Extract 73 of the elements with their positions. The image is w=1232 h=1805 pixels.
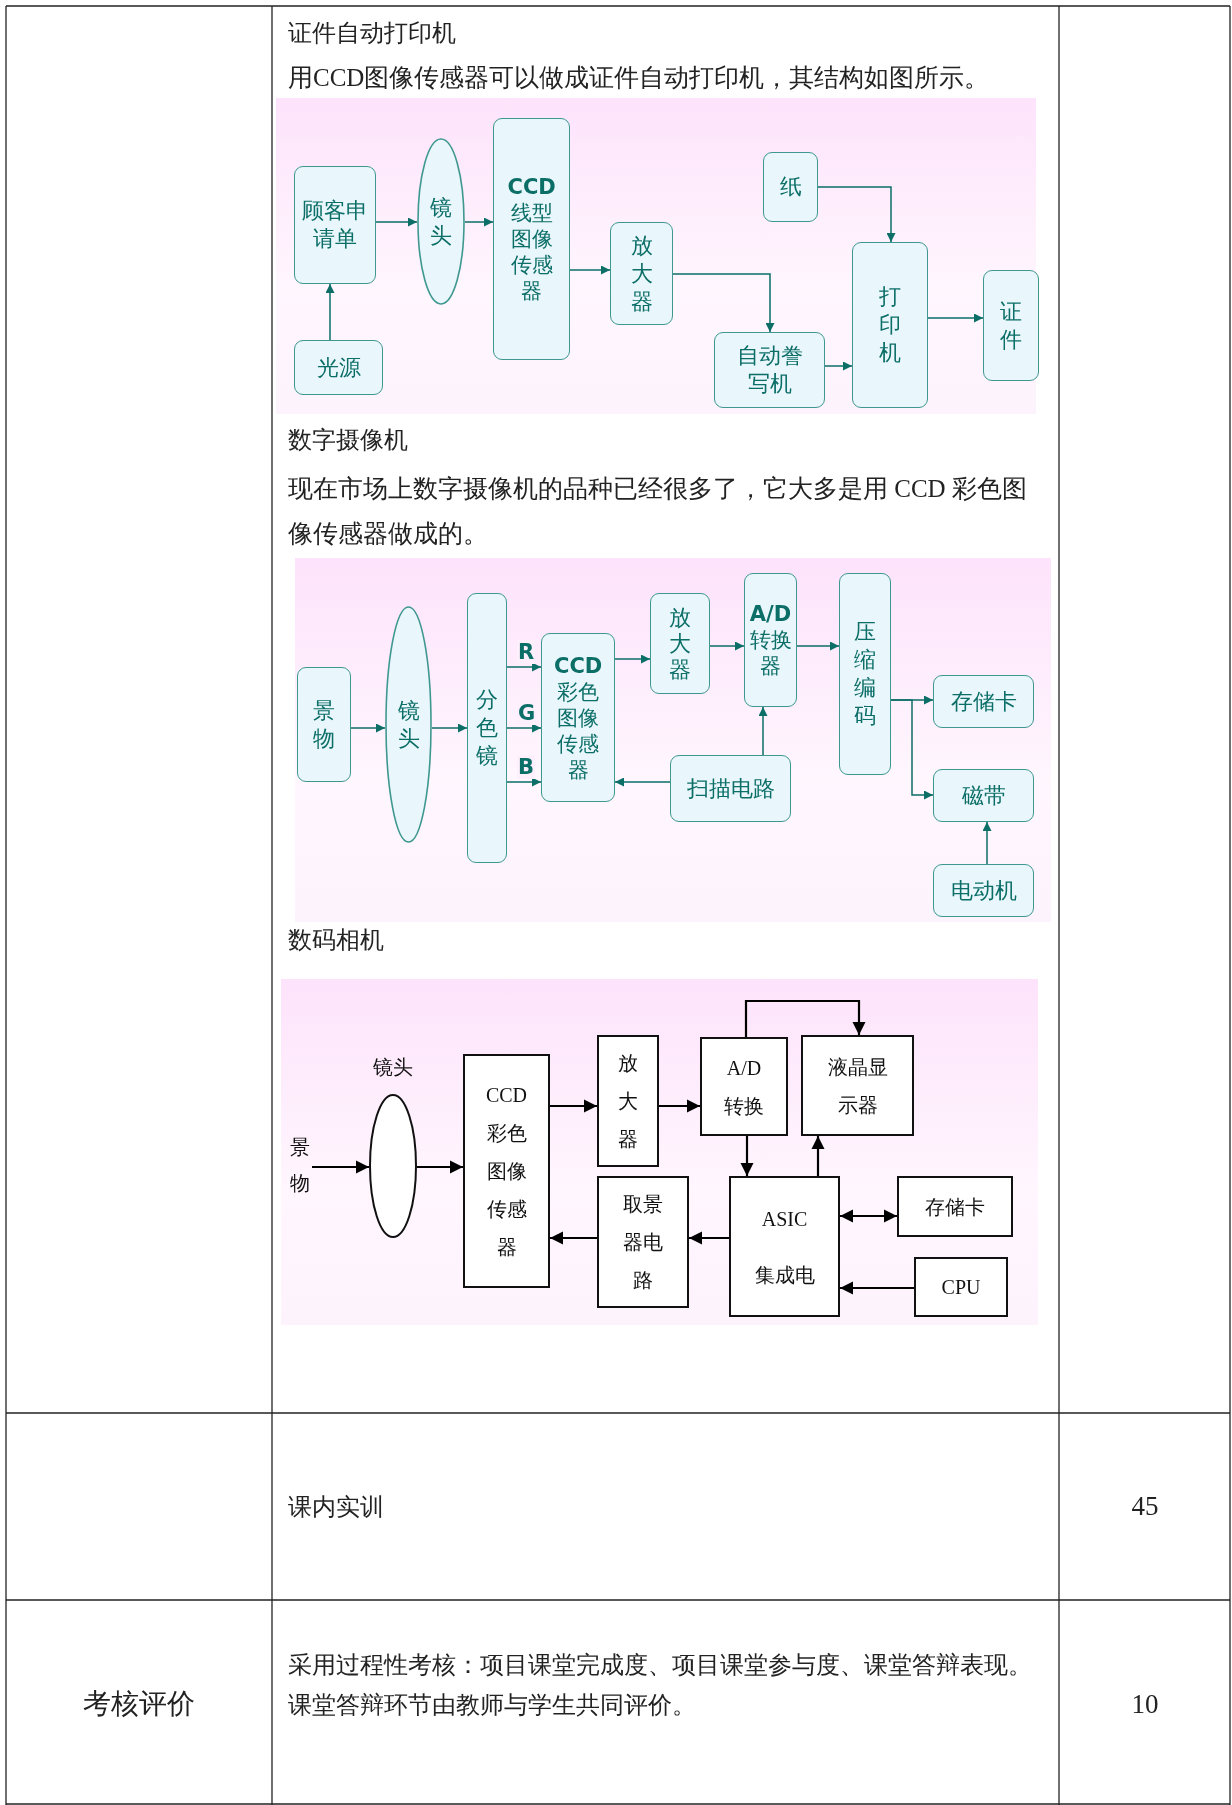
arrow — [824, 361, 853, 371]
block-box: CPU — [914, 1257, 1008, 1317]
arrow — [817, 186, 896, 243]
arrow — [614, 777, 671, 787]
block-box: 打印机 — [852, 242, 928, 408]
arrow — [744, 999, 866, 1037]
arrow — [417, 1160, 463, 1174]
block-box: 顾客申请单 — [294, 166, 376, 284]
block-box: A/D转换器 — [744, 573, 797, 707]
arrow — [506, 662, 542, 672]
arrow — [840, 1281, 914, 1295]
arrow — [312, 1160, 369, 1174]
block-box: 取景器电路 — [597, 1176, 689, 1308]
arrow — [506, 777, 542, 787]
block-box: 压缩编码 — [839, 573, 891, 775]
block-box: 磁带 — [933, 769, 1034, 822]
cell-text: 课内实训 — [288, 1493, 385, 1522]
arrow — [740, 1136, 754, 1176]
text-label: 景物 — [287, 1130, 312, 1200]
arrow — [796, 641, 840, 651]
arrow — [890, 699, 934, 800]
arrow — [840, 1209, 897, 1223]
arrow — [982, 821, 992, 865]
block-box: 液晶显示器 — [801, 1035, 914, 1136]
block-box: 存储卡 — [933, 675, 1034, 728]
arrow — [659, 1099, 700, 1113]
block-box: 电动机 — [933, 864, 1034, 917]
arrow — [927, 313, 984, 323]
block-box: CCD线型图像传感器 — [493, 118, 570, 360]
arrow — [614, 654, 651, 664]
paragraph: 采用过程性考核：项目课堂完成度、项目课堂参与度、课堂答辩表现。课堂答辩环节由教师与学生共同评价。 — [288, 1651, 1033, 1720]
arrow — [350, 723, 386, 733]
arrow — [375, 217, 418, 227]
arrow — [672, 273, 775, 333]
paragraph: 用CCD图像传感器可以做成证件自动打印机，其结构如图所示。 — [288, 63, 991, 93]
arrow — [550, 1231, 597, 1245]
block-box: 放大器 — [650, 593, 710, 694]
row-heading: 考核评价 — [82, 1687, 196, 1721]
arrow — [689, 1231, 729, 1245]
block-box: 扫描电路 — [670, 755, 791, 822]
arrow — [464, 217, 494, 227]
arrow — [758, 706, 768, 756]
section-heading: 数码相机 — [288, 926, 385, 955]
arrow — [550, 1099, 597, 1113]
cell-text: 45 — [1130, 1490, 1160, 1523]
block-box: CCD彩色图像传感器 — [541, 633, 615, 802]
arrow — [811, 1136, 825, 1176]
arrow — [325, 283, 335, 341]
arrow — [709, 641, 745, 651]
edge-label: R — [517, 640, 536, 664]
block-box: A/D转换 — [700, 1037, 788, 1136]
paragraph: 现在市场上数字摄像机的品种已经很多了，它大多是用 CCD 彩色图像传感器做成的。 — [288, 474, 1028, 549]
lens-ellipse: 镜头 — [417, 138, 465, 305]
block-box: 存储卡 — [897, 1176, 1013, 1237]
block-box: ASIC集成电 — [729, 1176, 840, 1317]
block-box: 光源 — [294, 340, 383, 395]
block-box: 自动誊写机 — [714, 332, 825, 408]
block-box: 景物 — [297, 667, 351, 782]
block-box: 纸 — [763, 152, 818, 222]
cell-text: 10 — [1130, 1688, 1160, 1721]
block-box: 分色镜 — [467, 593, 507, 863]
section-heading: 数字摄像机 — [288, 426, 409, 455]
block-box: 证件 — [983, 270, 1039, 381]
arrow — [431, 723, 468, 733]
arrow — [506, 723, 542, 733]
lens-ellipse: 镜头 — [385, 606, 432, 843]
block-box: 放大器 — [610, 222, 673, 325]
arrow — [569, 265, 611, 275]
edge-label: G — [517, 701, 537, 725]
section-heading: 证件自动打印机 — [288, 19, 457, 48]
block-box: 放大器 — [597, 1035, 659, 1167]
edge-label: B — [517, 755, 535, 779]
block-box: CCD彩色图像传感器 — [463, 1054, 550, 1288]
